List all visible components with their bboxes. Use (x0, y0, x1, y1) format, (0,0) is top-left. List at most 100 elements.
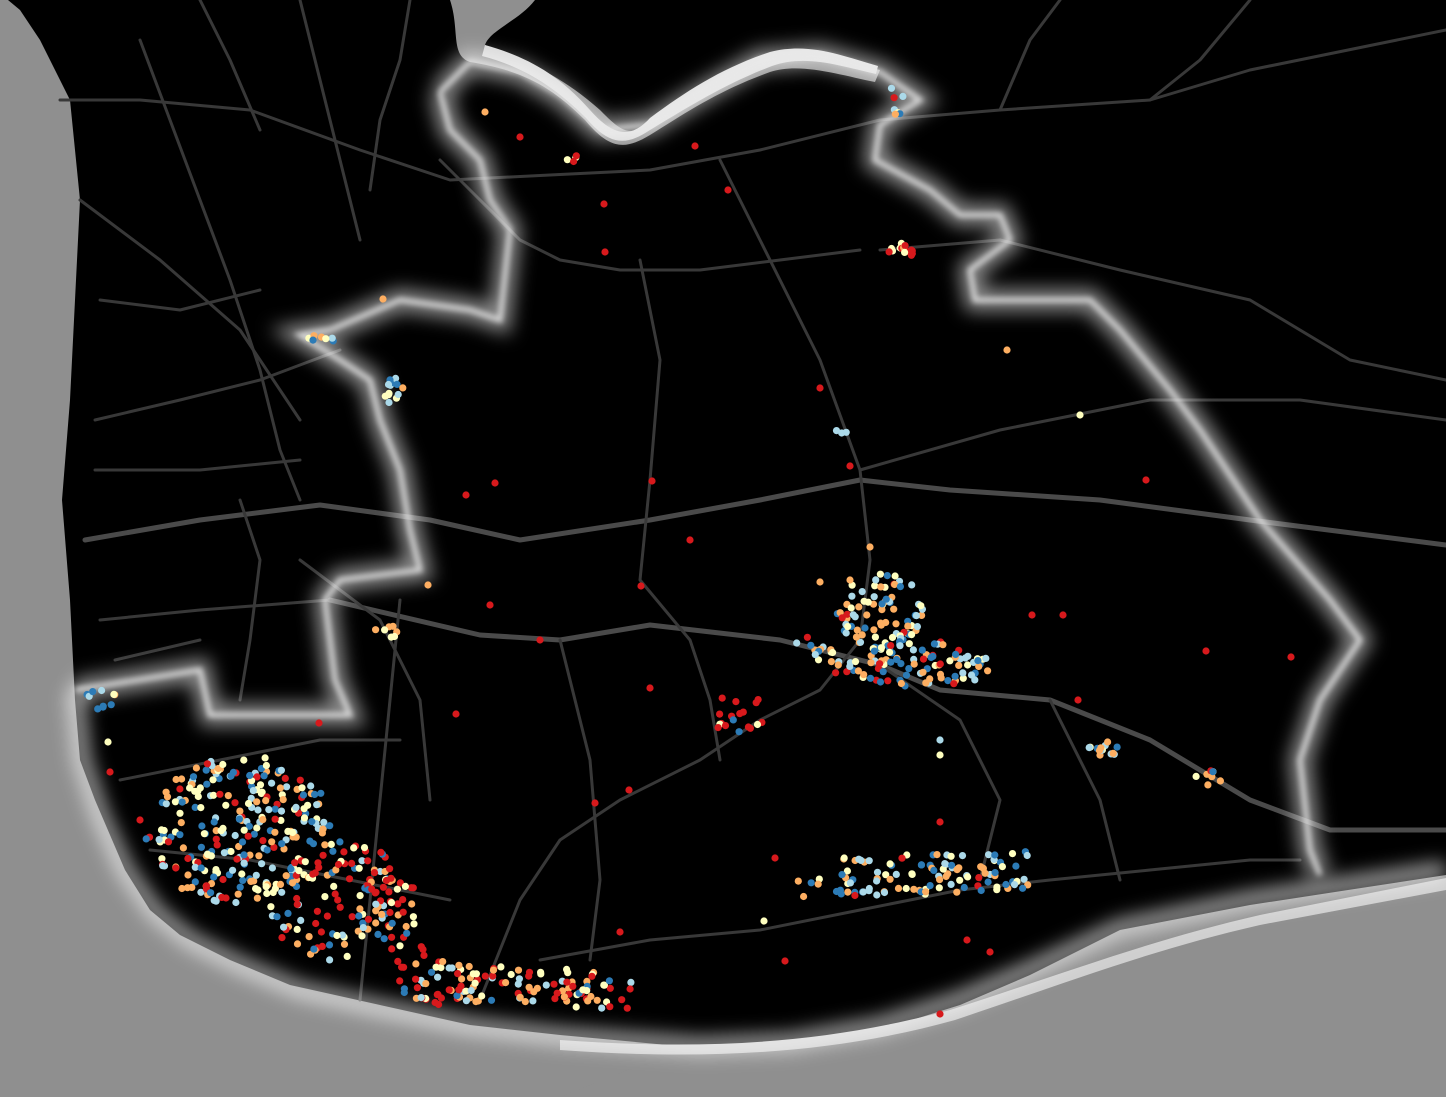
incident-point[interactable] (964, 873, 972, 881)
incident-point[interactable] (355, 864, 363, 872)
incident-point[interactable] (273, 913, 281, 921)
incident-point[interactable] (220, 849, 228, 857)
incident-point[interactable] (320, 818, 328, 826)
incident-point[interactable] (936, 751, 944, 759)
incident-point[interactable] (188, 883, 196, 892)
incident-point[interactable] (901, 242, 909, 250)
incident-point[interactable] (897, 679, 906, 688)
incident-point[interactable] (386, 865, 394, 873)
incident-point[interactable] (309, 870, 317, 878)
incident-point[interactable] (384, 380, 393, 389)
incident-point[interactable] (300, 814, 309, 822)
incident-point[interactable] (851, 891, 859, 900)
incident-point[interactable] (252, 885, 260, 893)
incident-point[interactable] (882, 871, 890, 879)
incident-point[interactable] (848, 592, 856, 600)
incident-point[interactable] (873, 877, 881, 885)
incident-point[interactable] (832, 669, 840, 677)
incident-point[interactable] (240, 851, 248, 859)
incident-point[interactable] (760, 917, 768, 925)
incident-point[interactable] (292, 803, 300, 812)
incident-point[interactable] (521, 998, 529, 1006)
incident-point[interactable] (601, 248, 609, 256)
incident-point[interactable] (207, 889, 215, 897)
incident-point[interactable] (455, 961, 463, 969)
incident-point[interactable] (359, 924, 367, 932)
incident-point[interactable] (293, 894, 301, 903)
incident-point[interactable] (262, 797, 270, 805)
incident-point[interactable] (955, 661, 963, 670)
incident-point[interactable] (378, 910, 386, 919)
incident-point[interactable] (873, 891, 881, 899)
incident-point[interactable] (469, 970, 477, 978)
incident-point[interactable] (270, 843, 278, 852)
incident-point[interactable] (883, 572, 891, 580)
incident-point[interactable] (984, 667, 992, 675)
incident-point[interactable] (873, 868, 882, 876)
incident-point[interactable] (245, 822, 253, 830)
incident-point[interactable] (814, 656, 823, 664)
incident-point[interactable] (276, 880, 285, 889)
incident-point[interactable] (933, 851, 941, 859)
incident-point[interactable] (319, 825, 327, 833)
incident-point[interactable] (308, 818, 316, 826)
incident-point[interactable] (721, 722, 730, 730)
incident-point[interactable] (434, 973, 442, 981)
incident-point[interactable] (191, 878, 199, 886)
incident-point[interactable] (626, 985, 634, 993)
incident-point[interactable] (191, 863, 199, 871)
incident-point[interactable] (910, 885, 918, 893)
incident-point[interactable] (178, 798, 186, 806)
incident-point[interactable] (486, 601, 494, 609)
incident-point[interactable] (253, 824, 261, 832)
incident-point[interactable] (947, 880, 955, 889)
incident-point[interactable] (936, 1010, 944, 1018)
incident-point[interactable] (600, 981, 608, 989)
incident-point[interactable] (507, 970, 515, 979)
incident-point[interactable] (912, 612, 921, 620)
incident-point[interactable] (941, 860, 949, 868)
incident-point[interactable] (240, 756, 248, 764)
incident-point[interactable] (936, 876, 944, 884)
incident-point[interactable] (224, 792, 232, 800)
incident-point[interactable] (959, 674, 967, 682)
incident-point[interactable] (871, 633, 880, 641)
incident-point[interactable] (569, 982, 577, 990)
incident-point[interactable] (877, 583, 885, 591)
incident-point[interactable] (437, 994, 445, 1002)
incident-point[interactable] (197, 804, 205, 812)
incident-point[interactable] (856, 638, 865, 646)
incident-point[interactable] (691, 142, 699, 150)
incident-point[interactable] (312, 919, 320, 928)
incident-point[interactable] (263, 846, 271, 854)
incident-point[interactable] (550, 980, 558, 988)
incident-point[interactable] (157, 826, 166, 834)
incident-point[interactable] (396, 942, 404, 950)
incident-point[interactable] (958, 852, 967, 860)
incident-point[interactable] (886, 648, 894, 656)
incident-point[interactable] (860, 671, 868, 679)
incident-point[interactable] (876, 570, 885, 578)
incident-point[interactable] (959, 669, 967, 677)
incident-point[interactable] (345, 875, 354, 883)
incident-point[interactable] (212, 866, 220, 874)
incident-point[interactable] (202, 766, 210, 774)
incident-point[interactable] (1024, 881, 1032, 889)
incident-point[interactable] (382, 876, 390, 885)
incident-point[interactable] (317, 789, 325, 797)
incident-point[interactable] (947, 852, 955, 860)
incident-point[interactable] (186, 784, 194, 792)
incident-point[interactable] (212, 897, 220, 905)
incident-point[interactable] (222, 894, 230, 902)
incident-point[interactable] (855, 603, 863, 611)
incident-point[interactable] (886, 860, 894, 868)
incident-point[interactable] (94, 705, 102, 713)
incident-point[interactable] (985, 851, 993, 859)
incident-point[interactable] (948, 861, 956, 869)
incident-point[interactable] (771, 854, 779, 862)
incident-point[interactable] (478, 992, 486, 1000)
incident-point[interactable] (222, 801, 230, 809)
incident-point[interactable] (852, 633, 861, 641)
incident-point[interactable] (909, 646, 918, 654)
incident-point[interactable] (877, 644, 886, 652)
